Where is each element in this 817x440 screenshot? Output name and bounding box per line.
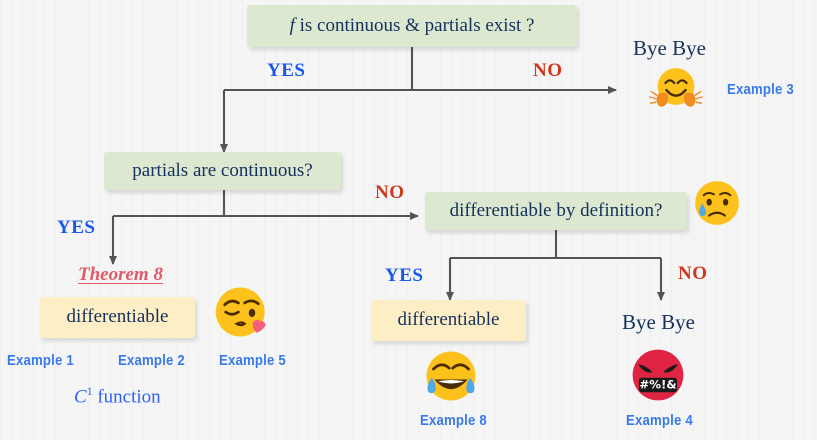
edge-label-q3-no: NO	[678, 263, 708, 284]
decision-node-differentiable-by-definition-label: differentiable by definition?	[449, 199, 663, 221]
c1-function-c: C	[74, 386, 87, 408]
result-node-differentiable-center[interactable]: differentiable	[371, 300, 526, 341]
edge-label-q2-yes: YES	[57, 217, 96, 238]
c1-function-annotation: C1 function	[74, 385, 161, 408]
example-label-8[interactable]: Example 8	[420, 412, 487, 429]
decision-node-continuous-partials[interactable]: f is continuous & partials exist ?	[247, 5, 577, 47]
result-node-differentiable-center-label: differentiable	[397, 309, 500, 331]
decision-node-partials-continuous-label: partials are continuous?	[132, 159, 313, 181]
hugging-face-emoji	[648, 62, 704, 118]
decision-node-continuous-partials-label: is continuous & partials exist ?	[294, 14, 535, 36]
edge-label-q2-no: NO	[375, 182, 405, 203]
face-with-tears-of-joy-emoji	[423, 348, 479, 404]
c1-function-rest: function	[92, 386, 161, 408]
decision-node-differentiable-by-definition[interactable]: differentiable by definition?	[425, 192, 687, 230]
example-label-3[interactable]: Example 3	[727, 81, 794, 98]
decision-node-partials-continuous[interactable]: partials are continuous?	[104, 152, 341, 190]
result-node-differentiable-left[interactable]: differentiable	[40, 297, 195, 338]
cursing-symbols-text: #%!&	[639, 378, 676, 392]
face-with-symbols-on-mouth-emoji: #%!&	[629, 346, 687, 404]
sad-but-relieved-face-emoji	[692, 178, 742, 228]
face-blowing-a-kiss-emoji	[213, 283, 271, 341]
terminal-bye-bye-bottom: Bye Bye	[622, 310, 695, 334]
decision-node-continuous-partials-variable: f	[289, 14, 295, 36]
example-label-5[interactable]: Example 5	[219, 352, 286, 369]
terminal-bye-bye-top: Bye Bye	[633, 36, 706, 60]
example-label-1[interactable]: Example 1	[7, 352, 74, 369]
result-node-differentiable-left-label: differentiable	[66, 306, 169, 328]
theorem-8-annotation: Theorem 8	[78, 264, 163, 285]
edge-label-q1-no: NO	[533, 60, 563, 81]
c1-function-superscript: 1	[86, 385, 93, 398]
example-label-4[interactable]: Example 4	[626, 412, 693, 429]
edge-label-q1-yes: YES	[267, 60, 306, 81]
edge-label-q3-yes: YES	[385, 265, 424, 286]
example-label-2[interactable]: Example 2	[118, 352, 185, 369]
